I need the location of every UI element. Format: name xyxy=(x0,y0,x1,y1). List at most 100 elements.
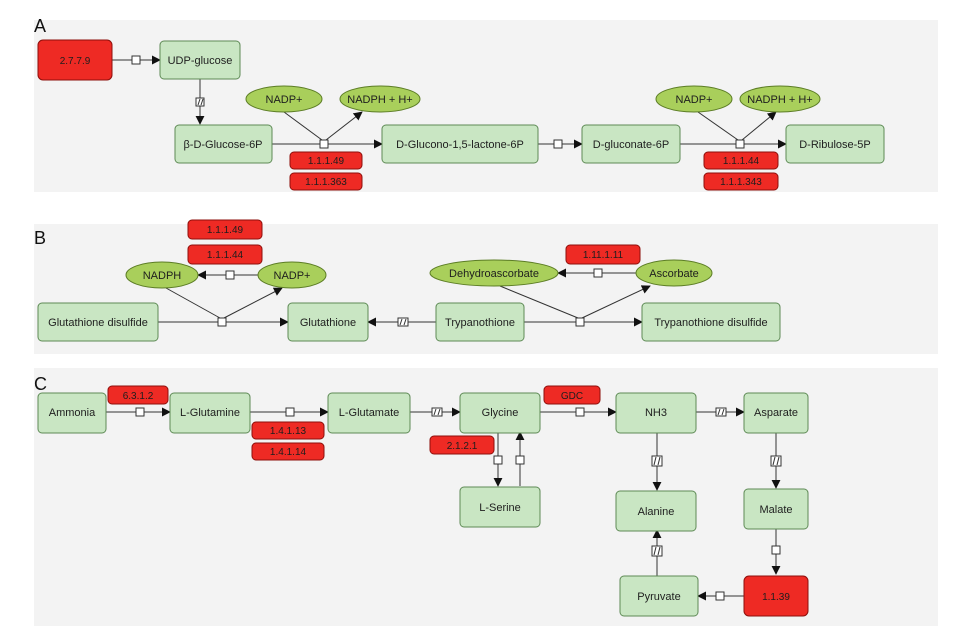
metabolite-trypanothione-disulfide: Trypanothione disulfide xyxy=(641,302,781,342)
metabolite-label: β-D-Glucose-6P xyxy=(183,139,262,151)
reaction-node xyxy=(715,407,727,417)
metabolite-asparate: Asparate xyxy=(743,392,809,434)
enzyme-gdc: GDC xyxy=(543,385,601,405)
enzyme-label: 1.4.1.14 xyxy=(270,447,307,458)
metabolite-label: Ammonia xyxy=(49,407,96,419)
metabolite-nh3: NH3 xyxy=(615,392,697,434)
reaction-node xyxy=(431,407,443,417)
enzyme-6-3-1-2: 6.3.1.2 xyxy=(107,385,169,405)
hatch-mark xyxy=(776,456,780,466)
metabolite-label: L-Serine xyxy=(479,502,521,514)
metabolite-malate: Malate xyxy=(743,488,809,530)
enzyme-label: 6.3.1.2 xyxy=(123,391,154,402)
reaction-node xyxy=(195,97,205,107)
cofactor-label: NADP+ xyxy=(274,270,311,282)
panel-c-edges xyxy=(106,407,781,601)
metabolite-pyruvate: Pyruvate xyxy=(619,575,699,617)
reaction-node xyxy=(397,317,409,327)
hatch-mark xyxy=(403,318,407,326)
metabolite-udp-glucose: UDP-glucose xyxy=(159,40,241,80)
metabolite-glycine: Glycine xyxy=(459,392,541,434)
panel-a-edges xyxy=(112,55,787,149)
panel-a-reaction-nodes xyxy=(131,55,745,149)
edge xyxy=(697,111,739,141)
enzyme-1-1-1-363: 1.1.1.363 xyxy=(289,172,363,191)
hatch-mark xyxy=(657,546,661,556)
cofactor-label: Ascorbate xyxy=(649,268,699,280)
edge xyxy=(325,111,363,141)
hatch-mark xyxy=(653,456,657,466)
reaction-node xyxy=(285,407,295,417)
metabolite-l-glutamine: L-Glutamine xyxy=(169,392,251,434)
panel-c-reaction-nodes xyxy=(135,407,782,601)
hatch-mark xyxy=(717,408,721,416)
enzyme-2-1-2-1: 2.1.2.1 xyxy=(429,435,495,455)
cofactor-label: NADPH + H+ xyxy=(347,94,412,106)
enzyme-1-11-1-11: 1.11.1.11 xyxy=(565,244,641,265)
cofactor-nadp-b: NADP+ xyxy=(257,261,327,289)
metabolite-label: Glutathione xyxy=(300,317,356,329)
panel-b-reaction-nodes xyxy=(217,268,603,327)
cofactor-ascorbate: Ascorbate xyxy=(635,259,713,287)
enzyme-label: 1.1.1.49 xyxy=(207,225,244,236)
metabolite-label: D-gluconate-6P xyxy=(593,139,669,151)
metabolite-ammonia: Ammonia xyxy=(37,392,107,434)
cofactor-dehydroascorbate: Dehydroascorbate xyxy=(429,259,559,287)
panel-b-edges xyxy=(158,268,651,327)
reaction-node xyxy=(217,317,227,327)
reaction-node xyxy=(651,455,663,467)
enzyme-label: 1.1.1.343 xyxy=(720,177,762,188)
reaction-node xyxy=(771,545,781,555)
panel-label-a: A xyxy=(34,16,46,36)
enzyme-1-1-1-44-a: 1.1.1.44 xyxy=(703,151,779,170)
reaction-node xyxy=(593,268,603,278)
reaction-node xyxy=(515,455,525,465)
cofactor-nadph-a1: NADPH + H+ xyxy=(339,85,421,113)
hatch-mark xyxy=(200,98,204,106)
metabolite-d-ribulose-5p: D-Ribulose-5P xyxy=(785,124,885,164)
reaction-node xyxy=(553,139,563,149)
edge xyxy=(165,287,221,319)
edge xyxy=(499,285,579,319)
reaction-node xyxy=(575,317,585,327)
enzyme-1-1-39: 1.1.39 xyxy=(743,575,809,617)
metabolite-beta-d-glucose-6p: β-D-Glucose-6P xyxy=(174,124,273,164)
reaction-node xyxy=(651,545,663,557)
reaction-node xyxy=(575,407,585,417)
panel-label-c: C xyxy=(34,374,47,394)
metabolite-label: UDP-glucose xyxy=(168,55,233,67)
reaction-node xyxy=(770,455,782,467)
reaction-node xyxy=(131,55,141,65)
metabolite-glutathione: Glutathione xyxy=(287,302,369,342)
enzyme-1-1-1-44-b: 1.1.1.44 xyxy=(187,244,263,265)
reaction-node xyxy=(715,591,725,601)
cofactor-label: NADPH xyxy=(143,270,182,282)
enzyme-label: 1.1.39 xyxy=(762,592,790,603)
enzyme-1-1-1-49-a: 1.1.1.49 xyxy=(289,151,363,170)
metabolite-l-serine: L-Serine xyxy=(459,486,541,528)
metabolite-label: Trypanothione xyxy=(445,317,515,329)
cofactor-label: Dehydroascorbate xyxy=(449,268,539,280)
metabolite-label: L-Glutamine xyxy=(180,407,240,419)
enzyme-label: 2.7.7.9 xyxy=(60,56,91,67)
hatch-mark xyxy=(197,98,201,106)
enzyme-label: 1.4.1.13 xyxy=(270,426,307,437)
enzyme-label: 1.1.1.49 xyxy=(308,156,345,167)
enzyme-1-4-1-13: 1.4.1.13 xyxy=(251,421,325,440)
reaction-node xyxy=(135,407,145,417)
metabolite-label: Asparate xyxy=(754,407,798,419)
edge xyxy=(741,111,777,141)
metabolite-label: Alanine xyxy=(638,506,675,518)
metabolite-d-glucono-lactone-6p: D-Glucono-1,5-lactone-6P xyxy=(381,124,539,164)
reaction-node xyxy=(225,270,235,280)
hatch-mark xyxy=(399,318,403,326)
enzyme-2-7-7-9: 2.7.7.9 xyxy=(37,39,113,81)
enzyme-label: 1.1.1.363 xyxy=(305,177,347,188)
metabolite-label: Glutathione disulfide xyxy=(48,317,148,329)
metabolite-trypanothione: Trypanothione xyxy=(435,302,525,342)
hatch-mark xyxy=(772,456,776,466)
metabolite-l-glutamate: L-Glutamate xyxy=(327,392,411,434)
hatch-mark xyxy=(653,546,657,556)
